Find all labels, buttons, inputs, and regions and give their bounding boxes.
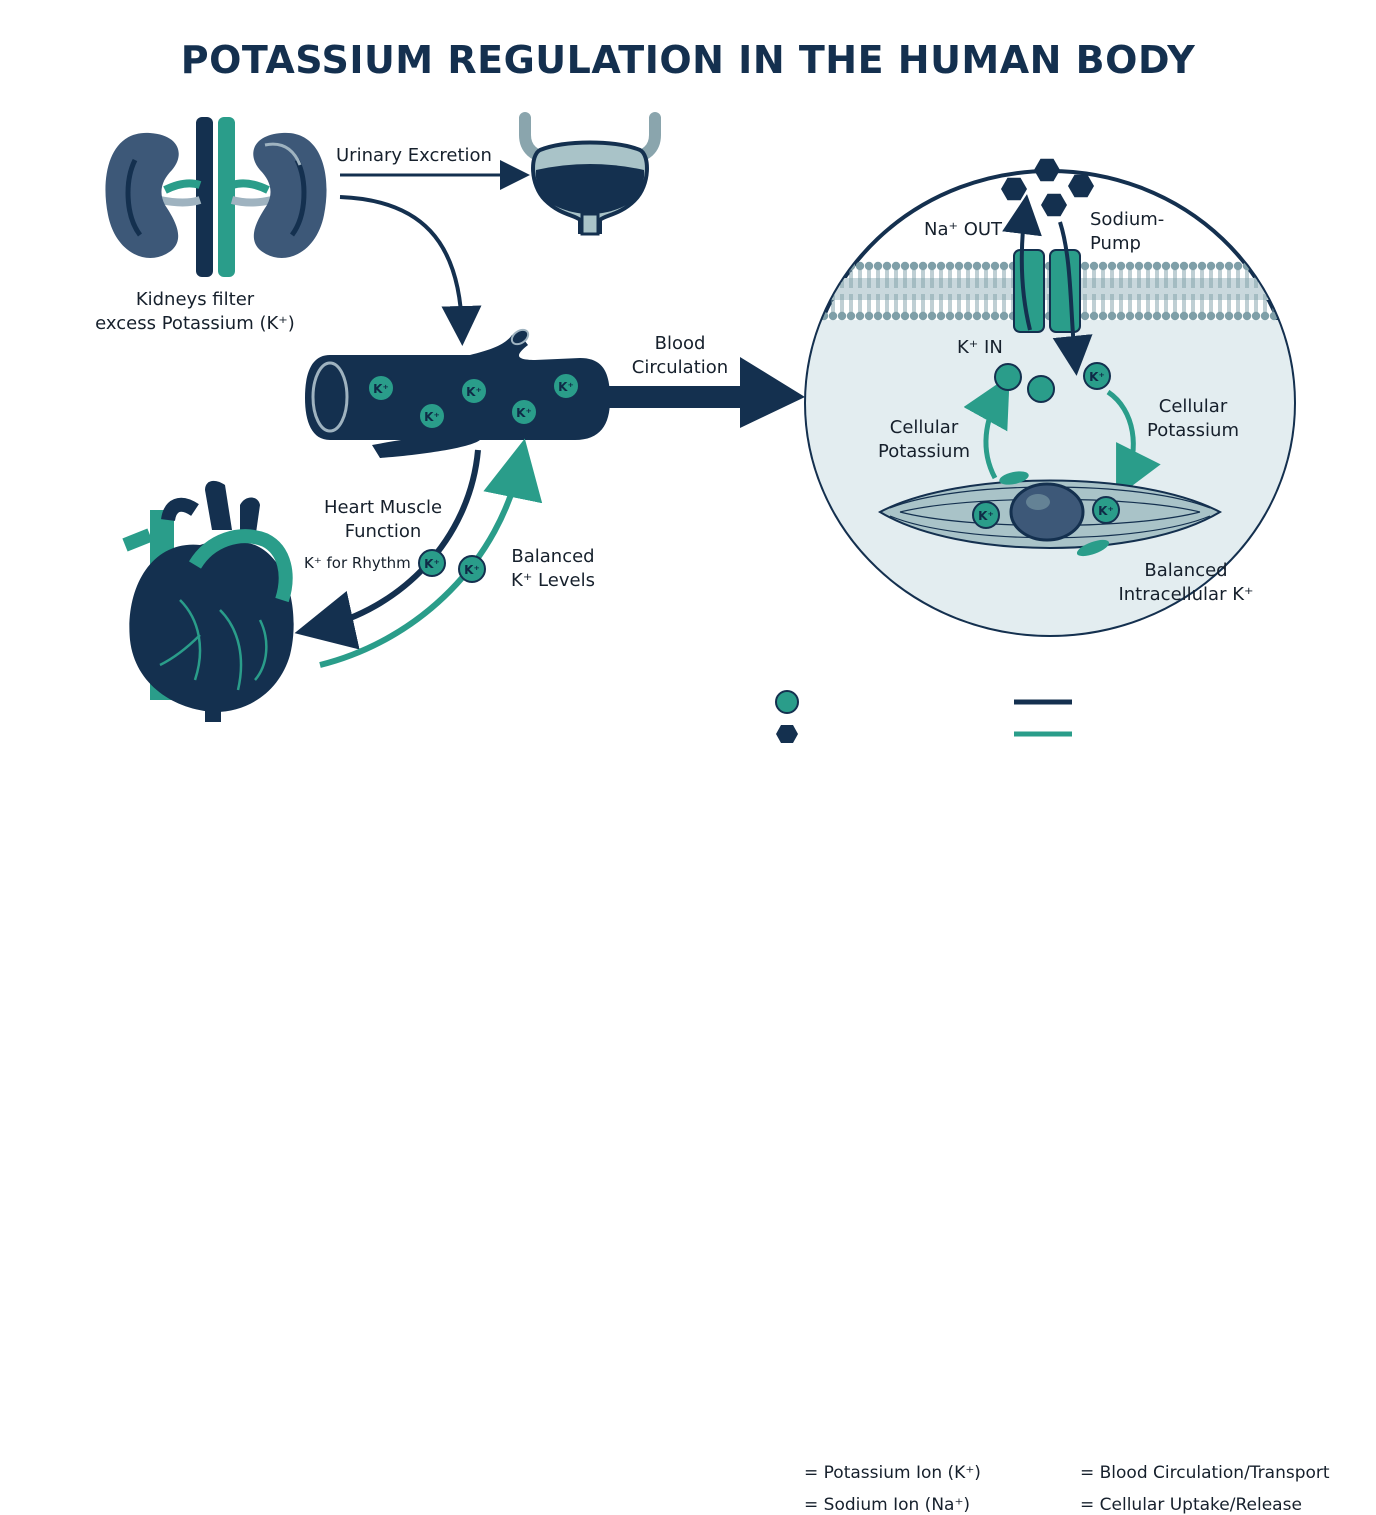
potassium-ion-label: K⁺	[424, 410, 440, 424]
potassium-ion-label: K⁺	[978, 509, 994, 523]
blood-circulation-arrow	[606, 357, 805, 428]
potassium-ion-label: K⁺	[464, 563, 480, 577]
potassium-ion-circle	[367, 374, 395, 402]
diagram-graphics: K⁺ K⁺ K⁺ K⁺ K⁺ K⁺ K⁺ K⁺ K⁺ K⁺	[105, 112, 1296, 743]
legend-sodium: = Sodium Ion (Na⁺)	[804, 1495, 971, 1515]
potassium-ion-circle	[1027, 375, 1055, 403]
potassium-ion-circle	[1092, 496, 1120, 524]
potassium-ion-circle	[510, 398, 538, 426]
diagram-canvas: K⁺ K⁺ K⁺ K⁺ K⁺ K⁺ K⁺ K⁺ K⁺ K⁺ POTASSIUM REGULATIO…	[80, 38, 1329, 1515]
blood-circulation-line2: Circulation	[631, 357, 729, 378]
urinary-excretion-label: Urinary Excretion	[336, 145, 492, 166]
balanced-levels-label: Balanced K⁺ Levels	[498, 545, 608, 593]
rhythm-label: K⁺ for Rhythm	[304, 554, 411, 572]
potassium-ion-circle	[552, 372, 580, 400]
cellular-potassium-right-line2: Potassium	[1146, 420, 1239, 441]
balanced-intracellular-label: Balanced Intracellular K⁺	[1106, 559, 1266, 607]
sodium-pump-label: Sodium- Pump	[1090, 208, 1164, 256]
potassium-ion-label: K⁺	[1089, 370, 1105, 384]
potassium-ion-label: K⁺	[1098, 504, 1114, 518]
heart-muscle-line1: Heart Muscle	[323, 497, 443, 518]
legend-blood: = Blood Circulation/Transport	[1080, 1463, 1330, 1483]
sodium-ion-hexagon	[1001, 177, 1027, 201]
potassium-ion-circle	[972, 501, 1000, 529]
kidneys-label: Kidneys filter excess Potassium (K⁺)	[80, 288, 310, 336]
cellular-potassium-right-label: Cellular Potassium	[1133, 395, 1253, 443]
cellular-potassium-left-line2: Potassium	[877, 441, 970, 462]
heart-to-blood-arrow	[319, 438, 543, 668]
blood-circulation-line1: Blood	[654, 333, 706, 354]
potassium-ion-circle	[458, 555, 486, 583]
legend-graphics	[775, 690, 1072, 743]
na-out-label: Na⁺ OUT	[924, 219, 1003, 240]
potassium-ion-label: K⁺	[516, 406, 532, 420]
sodium-pump-line1: Sodium-	[1090, 209, 1165, 230]
balanced-levels-line2: K⁺ Levels	[511, 570, 595, 591]
heart-illustration	[122, 480, 294, 722]
cellular-potassium-left-label: Cellular Potassium	[864, 416, 984, 464]
kidneys-illustration	[105, 117, 327, 277]
heart-muscle-label: Heart Muscle Function	[303, 496, 463, 544]
balanced-intracellular-line2: Intracellular K⁺	[1118, 584, 1254, 605]
potassium-ion-circle	[418, 402, 446, 430]
balanced-intracellular-line1: Balanced	[1144, 560, 1228, 581]
cellular-potassium-left-line1: Cellular	[889, 417, 959, 438]
potassium-ion-label: K⁺	[558, 380, 574, 394]
cellular-potassium-right-line1: Cellular	[1158, 396, 1228, 417]
page-title: POTASSIUM REGULATION IN THE HUMAN BODY	[180, 38, 1196, 82]
sodium-pump-line2: Pump	[1090, 233, 1141, 254]
potassium-ion-circle	[460, 377, 488, 405]
balanced-levels-line1: Balanced	[511, 546, 595, 567]
blood-circulation-label: Blood Circulation	[612, 332, 748, 380]
sodium-ion-hexagon	[1034, 158, 1060, 182]
potassium-ion-label: K⁺	[373, 382, 389, 396]
bladder-illustration	[519, 112, 661, 236]
k-in-label: K⁺ IN	[957, 337, 1003, 358]
sodium-ion-hexagon	[1068, 174, 1094, 198]
heart-muscle-line2: Function	[344, 521, 422, 542]
kidneys-label-line1: Kidneys filter	[135, 289, 255, 310]
legend-potassium: = Potassium Ion (K⁺)	[804, 1463, 981, 1483]
potassium-ion-circle	[994, 363, 1022, 391]
legend-cellular: = Cellular Uptake/Release	[1080, 1495, 1302, 1515]
potassium-ion-label: K⁺	[466, 385, 482, 399]
potassium-ion-label: K⁺	[424, 557, 440, 571]
potassium-ion-circle	[418, 549, 446, 577]
potassium-ion-circle	[1083, 362, 1111, 390]
kidneys-label-line2: excess Potassium (K⁺)	[95, 313, 295, 334]
blood-vessel-illustration	[305, 328, 610, 458]
sodium-ion-hexagon	[1041, 193, 1067, 217]
kidney-to-blood-arrow	[339, 195, 482, 346]
